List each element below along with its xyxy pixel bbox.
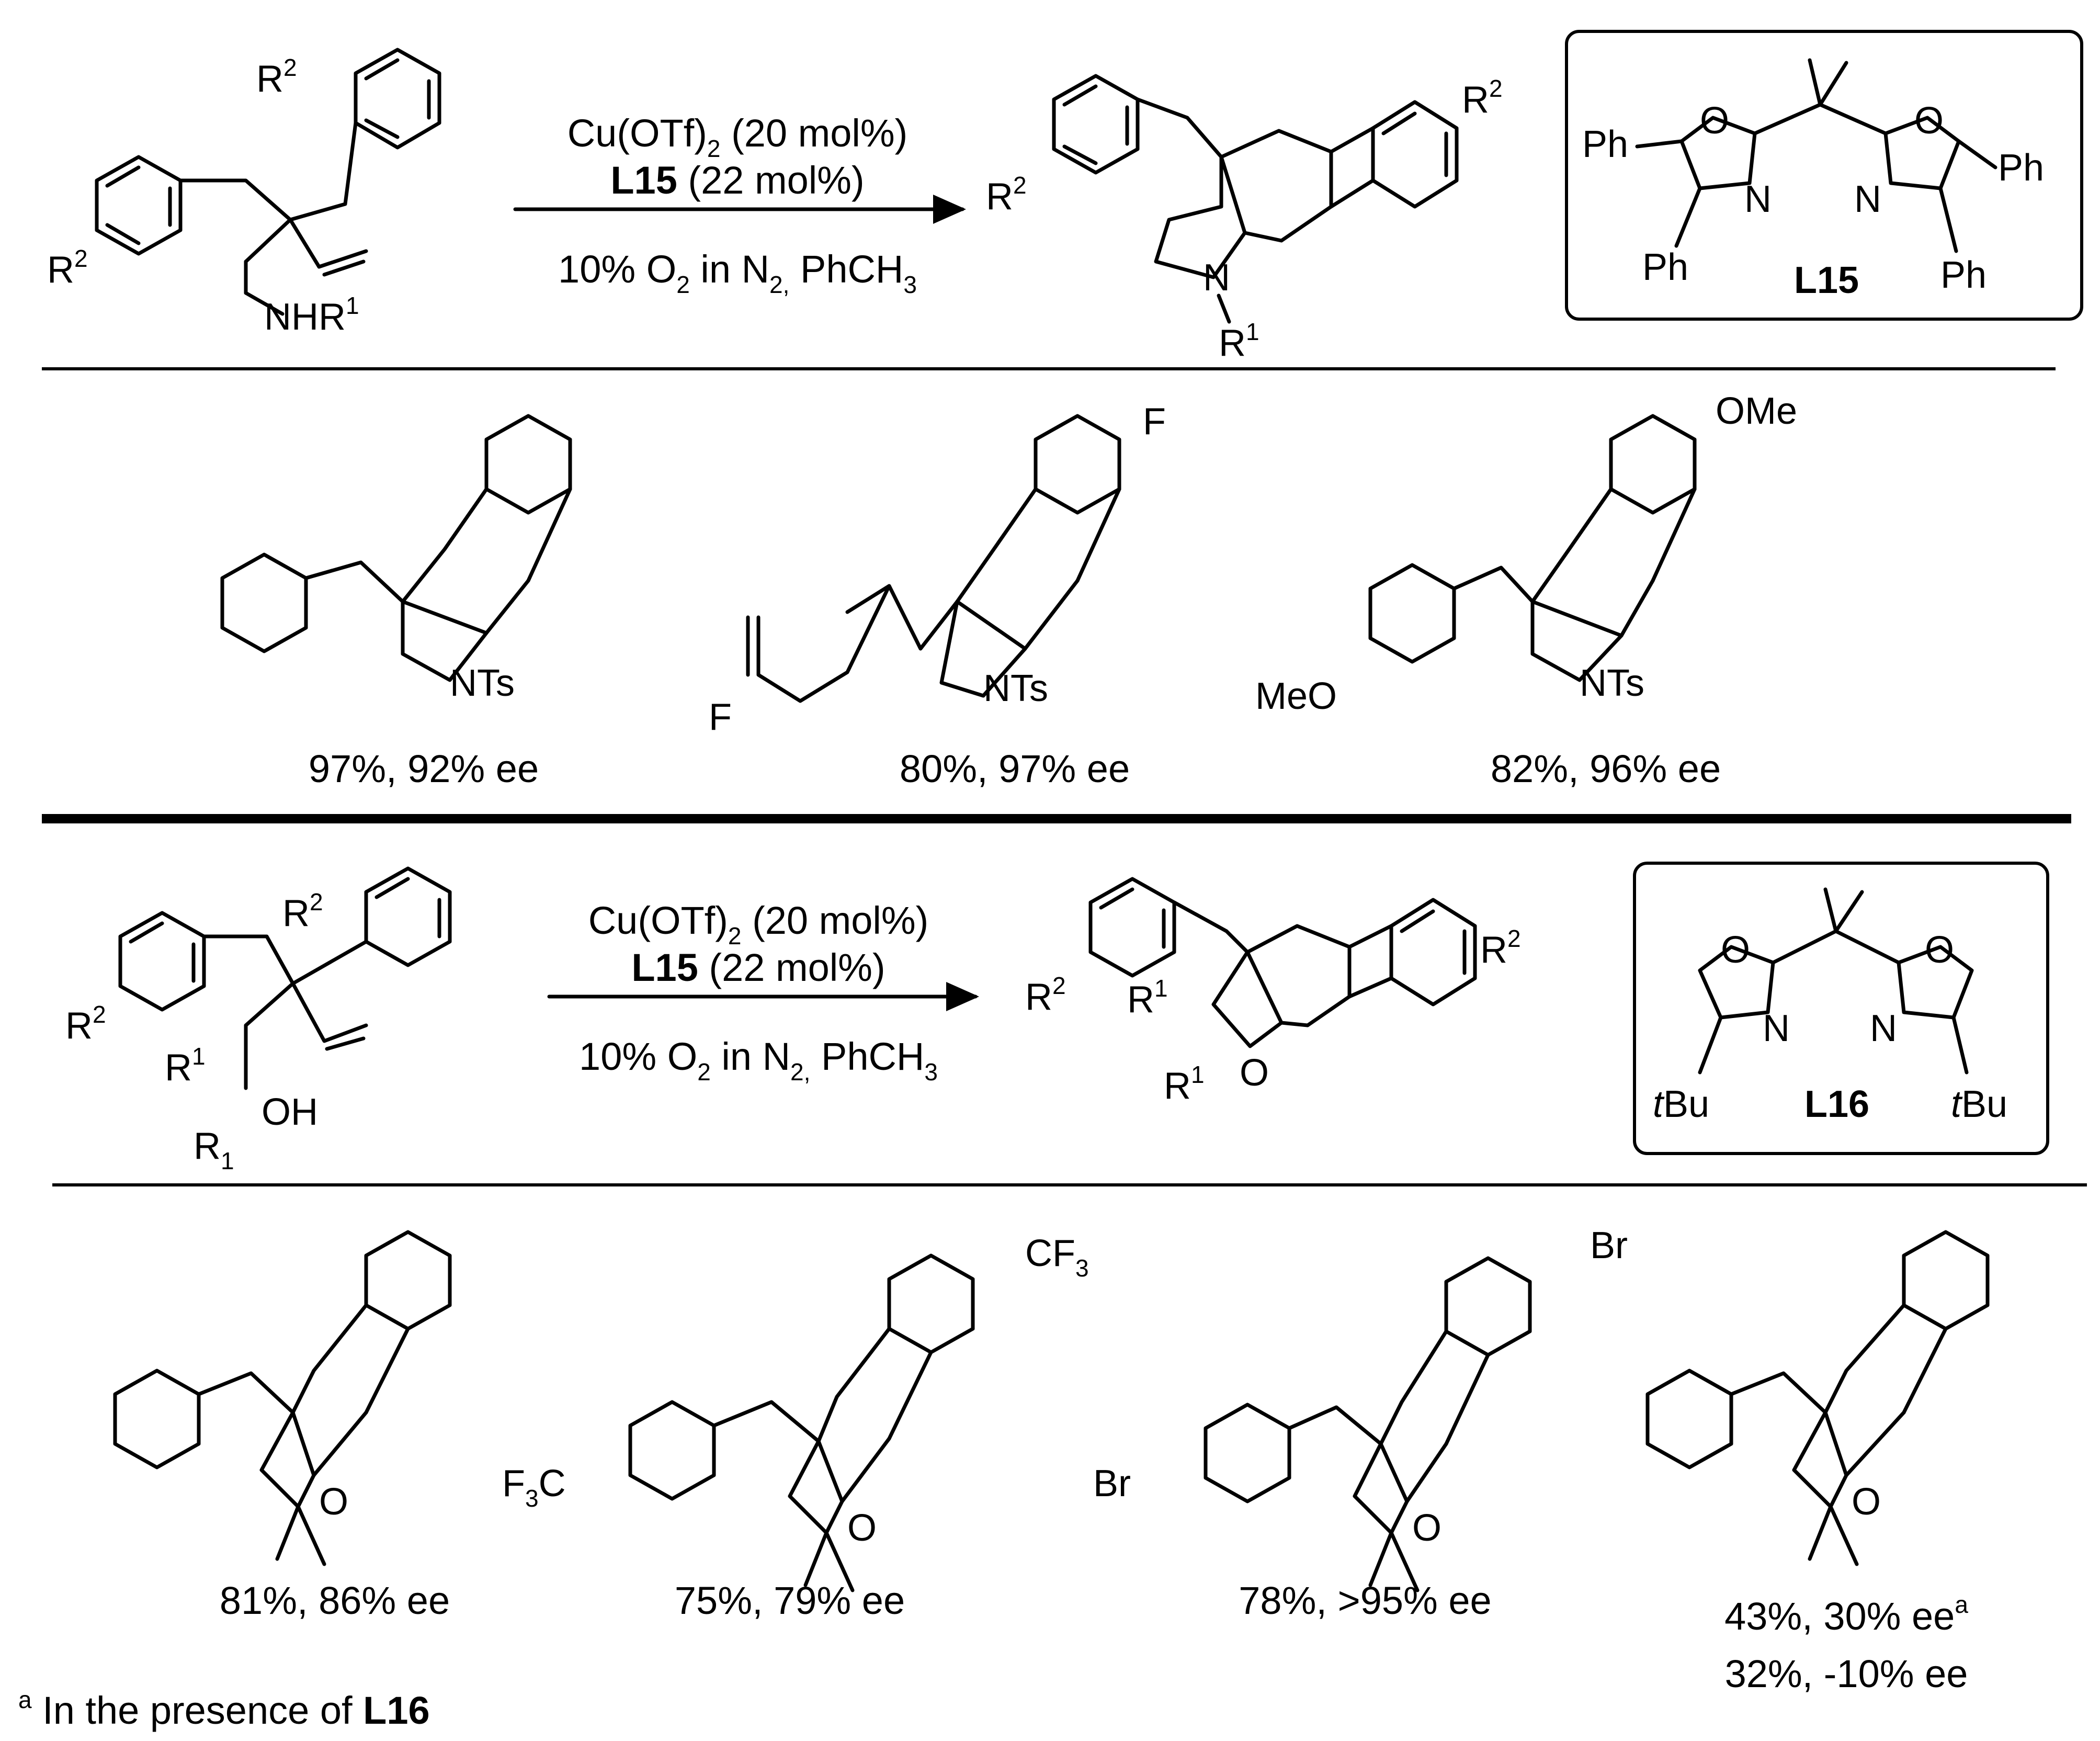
catalyst-label: Cu(OTf)2 (20 mol%)	[567, 111, 908, 162]
scheme2-example-1: O 81%, 86% ee	[113, 1230, 452, 1622]
s2-substrate-r1-lower: R1	[194, 1125, 234, 1174]
scheme2-substrate: R2 R2 R1 OH R1	[65, 866, 452, 1174]
l16-tbu-right: tBu	[1951, 1083, 2007, 1125]
s2-substrate-r2-lower: R2	[65, 1001, 106, 1047]
l15-o-left: O	[1700, 100, 1729, 142]
s2-product-r1-lower: R1	[1164, 1061, 1205, 1107]
s2-example2-f3c: F3C	[502, 1463, 566, 1512]
s2-example4-o: O	[1852, 1481, 1881, 1523]
s2-example3-yield: 78%, >95% ee	[1239, 1579, 1491, 1622]
footnote: a In the presence of L16	[18, 1686, 430, 1732]
example2-ring-f: F	[1143, 401, 1166, 443]
example1-yield: 97%, 92% ee	[309, 747, 539, 790]
s2-ligand-loading-label: L15 (22 mol%)	[631, 946, 885, 989]
scheme1-example-2: F F NTs 80%, 97% ee	[709, 401, 1166, 790]
ligand-loading-label: L15 (22 mol%)	[610, 159, 864, 202]
l15-name: L15	[1794, 259, 1859, 301]
s2-example3-br-ring: Br	[1590, 1225, 1628, 1267]
s2-substrate-oh: OH	[262, 1091, 318, 1133]
l15-ph-3: Ph	[1998, 147, 2044, 189]
s2-substrate-r1: R1	[165, 1043, 206, 1089]
example3-yield: 82%, 96% ee	[1491, 747, 1721, 790]
substrate-r2-lower: R2	[47, 245, 88, 291]
l16-n-left: N	[1763, 1008, 1790, 1049]
s2-example1-o: O	[319, 1481, 348, 1523]
s2-example1-yield: 81%, 86% ee	[220, 1579, 450, 1622]
scheme1-example-3: OMe MeO NTs 82%, 96% ee	[1255, 390, 1797, 790]
s2-example3-o: O	[1412, 1507, 1441, 1549]
scheme1-substrate: NHR1 R2 R2	[47, 48, 441, 338]
scheme2-product: O R1 R1 R2 R2	[1025, 877, 1521, 1107]
product-r2-left: R2	[986, 172, 1027, 218]
l15-n-left: N	[1744, 178, 1772, 220]
scheme1-conditions: Cu(OTf)2 (20 mol%) L15 (22 mol%) 10% O2 …	[513, 111, 966, 298]
scheme1-example-1: NTs 97%, 92% ee	[220, 414, 572, 790]
scheme2-conditions: Cu(OTf)2 (20 mol%) L15 (22 mol%) 10% O2 …	[547, 899, 979, 1086]
example1-nts: NTs	[450, 662, 515, 704]
product-r1: R1	[1219, 318, 1259, 364]
example3-meo: MeO	[1255, 675, 1337, 717]
s2-example2-o: O	[847, 1507, 877, 1549]
s2-product-r2-right: R2	[1480, 925, 1521, 971]
l15-n-right: N	[1854, 178, 1881, 220]
s2-example2-cf3: CF3	[1025, 1233, 1089, 1282]
substrate-r2-upper: R2	[256, 54, 297, 100]
s2-substrate-r2-upper: R2	[282, 888, 323, 934]
l15-ph-4: Ph	[1940, 254, 1987, 296]
example2-yield: 80%, 97% ee	[900, 747, 1130, 790]
scheme2-example-3: O Br Br 78%, >95% ee	[1093, 1225, 1628, 1622]
product-n: N	[1203, 257, 1230, 299]
example2-vinyl-f: F	[709, 696, 732, 738]
l16-name: L16	[1804, 1083, 1869, 1125]
product-r2-right: R2	[1462, 75, 1503, 121]
example3-nts: NTs	[1580, 662, 1644, 704]
scheme2-example-2: O CF3 F3C 75%, 79% ee	[502, 1233, 1089, 1622]
l16-tbu-left: tBu	[1653, 1083, 1709, 1125]
scheme1-product: N R1 R2 R2	[986, 74, 1503, 364]
s2-catalyst-label: Cu(OTf)2 (20 mol%)	[588, 899, 929, 949]
substrate-amine: NHR1	[264, 292, 359, 338]
s2-example2-yield: 75%, 79% ee	[675, 1579, 905, 1622]
ligand-l16-box: O N O N tBu tBu L16	[1633, 862, 2049, 1155]
l16-o-right: O	[1925, 929, 1954, 971]
s2-example3-br-aryl: Br	[1093, 1463, 1131, 1505]
example2-nts: NTs	[983, 668, 1048, 709]
atmosphere-solvent-label: 10% O2 in N2, PhCH3	[558, 247, 917, 298]
l15-o-right: O	[1914, 100, 1944, 142]
scheme2-example-4: O 43%, 30% eea 32%, -10% ee	[1645, 1230, 1990, 1695]
l16-n-right: N	[1870, 1008, 1897, 1049]
l15-ph-1: Ph	[1582, 123, 1628, 165]
s2-example4-yield: 43%, 30% eea	[1724, 1591, 1968, 1638]
l16-o-left: O	[1721, 929, 1750, 971]
s2-product-r2-left: R2	[1025, 972, 1066, 1018]
s2-product-r1-upper: R1	[1127, 975, 1168, 1021]
example3-ome: OMe	[1716, 390, 1797, 432]
s2-example4-yield-l16: 32%, -10% ee	[1725, 1652, 1968, 1695]
ligand-l15-box: O N O N Ph Ph Ph Ph L15	[1565, 30, 2083, 321]
s2-atmosphere-solvent-label: 10% O2 in N2, PhCH3	[579, 1035, 938, 1086]
s2-product-o: O	[1240, 1052, 1269, 1094]
l15-ph-2: Ph	[1642, 246, 1688, 288]
